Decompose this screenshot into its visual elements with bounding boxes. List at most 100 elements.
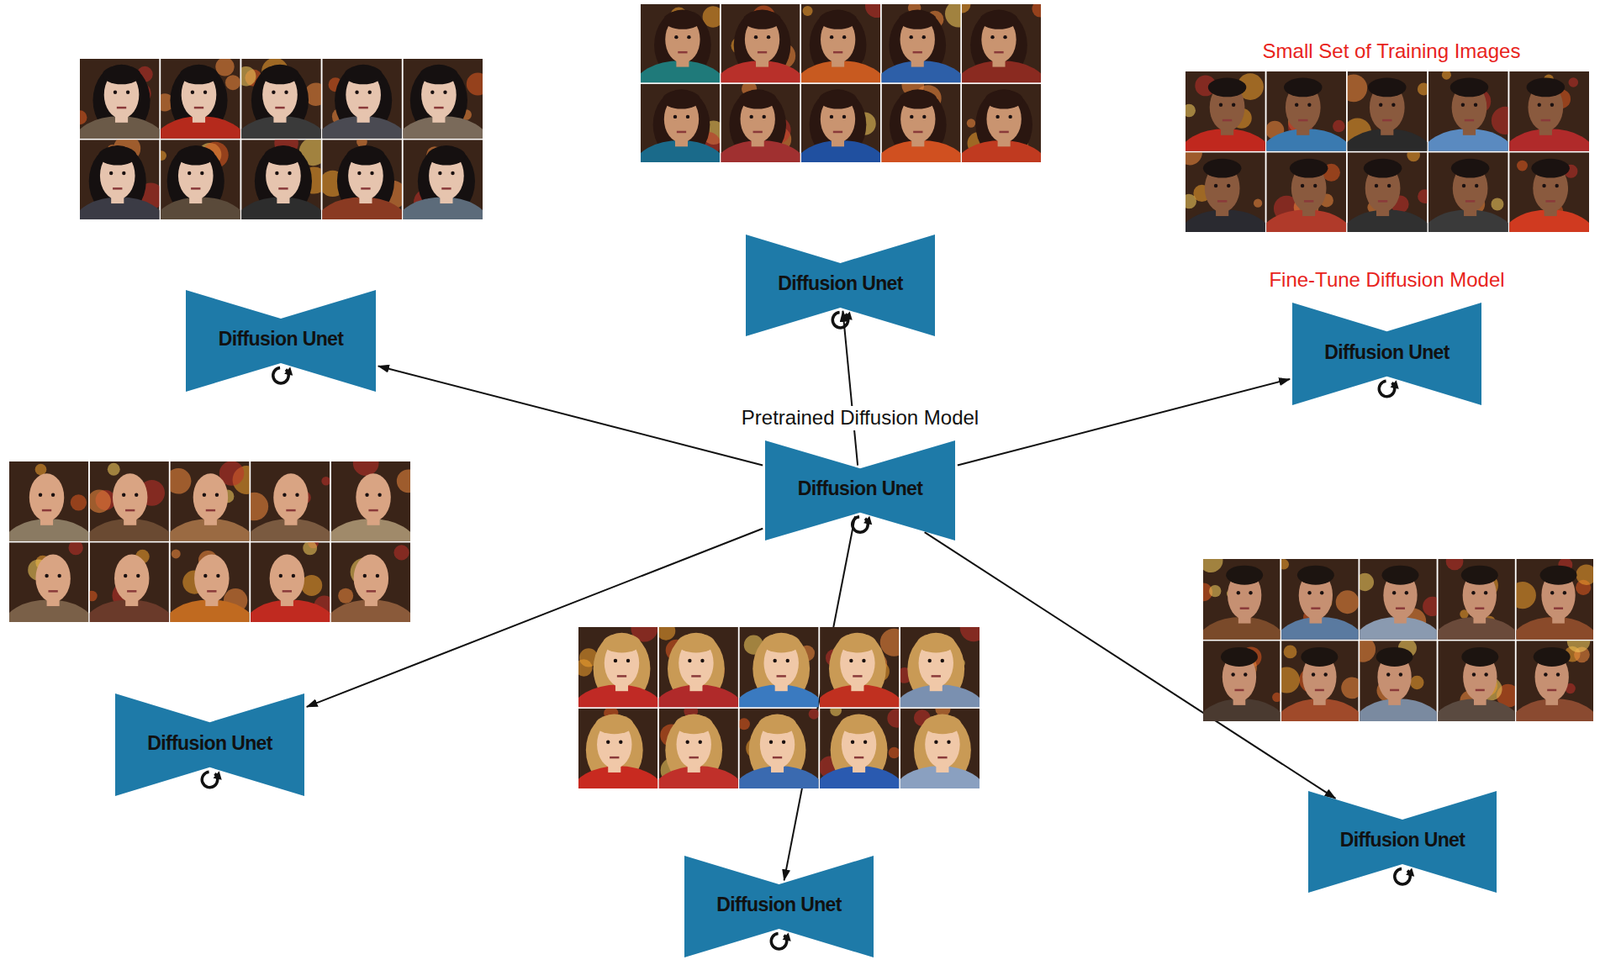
hair (102, 65, 141, 85)
face-photo (331, 542, 411, 623)
eye (1483, 672, 1488, 676)
face-photo (1203, 559, 1281, 640)
eye (990, 35, 994, 39)
eye (1543, 672, 1548, 676)
eye (850, 740, 855, 745)
face-photo (402, 139, 483, 220)
eye (1214, 184, 1218, 188)
face (194, 554, 229, 602)
bokeh-light (160, 150, 167, 161)
hair (427, 146, 465, 166)
node-heading: Fine-Tune Diffusion Model (1265, 268, 1508, 293)
bokeh-light (659, 627, 676, 641)
eye (1391, 103, 1395, 107)
bokeh-light (960, 627, 980, 642)
face (29, 473, 64, 522)
loop-icon (830, 311, 856, 330)
eye (1236, 591, 1241, 595)
eye (1550, 591, 1554, 595)
eye (606, 740, 610, 745)
mouth (366, 590, 376, 593)
eye (357, 171, 361, 175)
mouth (757, 51, 767, 54)
face-photo (801, 4, 881, 83)
eye (363, 574, 367, 578)
face-photo (1347, 152, 1428, 233)
face-photo (241, 58, 322, 139)
bokeh-light (888, 747, 900, 760)
bowtie-outline (115, 693, 305, 797)
face-photo (250, 461, 330, 542)
eye (1483, 591, 1488, 595)
hair (762, 633, 801, 654)
face-photo (9, 542, 89, 623)
face (112, 473, 148, 522)
bokeh-light (1283, 645, 1298, 660)
bokeh-light (215, 58, 234, 76)
loop-arrowhead (863, 516, 876, 529)
mouth (998, 131, 1009, 134)
bokeh-light (396, 469, 411, 493)
bokeh-light (225, 74, 241, 90)
bokeh-light (739, 718, 750, 730)
hair (1526, 78, 1566, 98)
face-photo-grid (571, 613, 988, 819)
mouth (1464, 119, 1474, 122)
mouth (285, 509, 296, 513)
eye (430, 90, 434, 95)
face-photo (640, 4, 720, 83)
bokeh-light (1281, 666, 1300, 693)
mouth (1541, 119, 1551, 122)
mouth (993, 51, 1004, 54)
face-photo (79, 139, 160, 220)
bokeh-light (466, 73, 483, 96)
eye (685, 740, 689, 745)
hair (343, 65, 382, 85)
face-photo (169, 461, 249, 542)
eye (1374, 184, 1379, 188)
eye (216, 574, 220, 578)
eye (1387, 184, 1391, 188)
eye (284, 90, 288, 95)
annotation-label: Small Set of Training Images (1259, 39, 1525, 64)
loop-arrowhead (844, 311, 856, 323)
hair (1363, 158, 1403, 179)
bokeh-light (1185, 152, 1203, 165)
face-photo-grid (2, 449, 420, 653)
eye (113, 90, 117, 95)
bokeh-light (1490, 197, 1504, 211)
loop-arrowhead (213, 770, 226, 783)
eye (922, 115, 926, 119)
face (355, 473, 391, 522)
bokeh-light (1253, 199, 1263, 208)
bokeh-light (880, 628, 900, 657)
mouth (1234, 689, 1244, 692)
face-photo-grid (1177, 70, 1596, 263)
face-photo (1203, 640, 1281, 722)
unet-node: Pretrained Diffusion ModelDiffusion Unet (765, 440, 956, 541)
bokeh-light (887, 708, 899, 728)
face (35, 554, 70, 602)
eye (687, 659, 692, 663)
bokeh-light (1422, 596, 1437, 617)
bowtie-outline (185, 290, 376, 392)
mouth (1545, 200, 1555, 203)
face-photo (1347, 71, 1428, 152)
bowtie-outline (1292, 302, 1482, 406)
bokeh-light (302, 542, 317, 555)
eye (354, 90, 359, 95)
node-heading: Pretrained Diffusion Model (738, 406, 983, 431)
eye (369, 171, 374, 175)
eye (1563, 591, 1567, 595)
bokeh-light (1281, 559, 1289, 570)
bokeh-light (171, 549, 181, 560)
mouth (274, 106, 285, 110)
eye (618, 740, 623, 745)
eye (1313, 184, 1317, 188)
mouth (689, 756, 699, 760)
mouth (1304, 200, 1314, 203)
bokeh-light (578, 659, 593, 676)
loop-icon (200, 770, 225, 790)
face-photo (1509, 71, 1590, 152)
